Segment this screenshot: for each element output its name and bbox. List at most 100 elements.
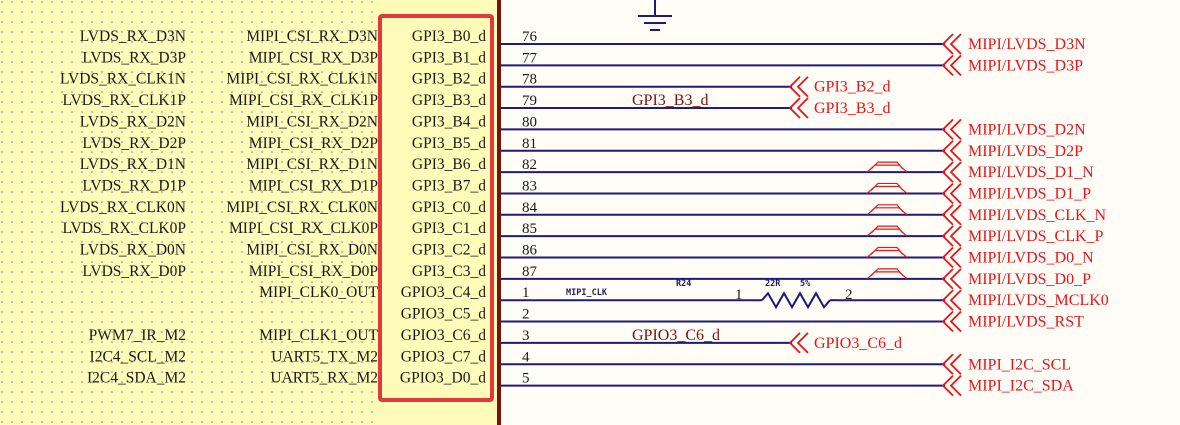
net-port-label[interactable]: MIPI/LVDS_D0_N [968, 250, 1094, 267]
gpio-pin-label: GPI3_B7_d [412, 177, 486, 194]
pin-number: 4 [522, 349, 530, 365]
net-port-label[interactable]: MIPI/LVDS_CLK_N [968, 207, 1107, 224]
alt-function-2-label: MIPI_CSI_RX_D3P [249, 49, 378, 66]
net-port-arrow [788, 97, 809, 119]
gpio-pin-label: GPIO3_C5_d [401, 306, 487, 323]
pin-number: 80 [522, 114, 537, 130]
alt-function-2-label: MIPI_CSI_RX_CLK1N [226, 71, 378, 88]
chip-edge [497, 0, 501, 425]
net-port-label[interactable]: GPI3_B3_d [814, 100, 890, 117]
alt-function-2-label: MIPI_CLK1_OUT [259, 327, 378, 344]
net-port-label[interactable]: MIPI/LVDS_D3N [968, 36, 1086, 53]
net-port-arrow [941, 140, 962, 162]
net-port-arrow [941, 225, 962, 247]
ground-symbol [638, 0, 672, 31]
alt-function-1-label: PWM7_IR_M2 [89, 327, 186, 344]
chip-dot-grid [0, 0, 380, 425]
wire-net-label: GPIO3_C6_d [632, 327, 720, 344]
pin-row: MIPI_CLK0_OUT GPIO3_C4_d 1 MIPI/LVDS_MCLK0 [259, 284, 1109, 311]
net-port-arrow [941, 161, 962, 183]
net-port-arrow [941, 353, 962, 375]
net-port-label[interactable]: GPIO3_C6_d [814, 335, 902, 352]
gpio-pin-label: GPI3_B0_d [412, 28, 486, 45]
gpio-pin-label: GPI3_C3_d [412, 263, 486, 280]
gpio-pin-label: GPI3_B5_d [412, 135, 486, 152]
alt-function-1-label: LVDS_RX_D3P [82, 49, 186, 66]
gpio-pin-label: GPI3_C2_d [412, 242, 486, 259]
net-port-arrow [941, 310, 962, 333]
alt-function-1-label: LVDS_RX_D0N [80, 242, 186, 259]
net-port-arrow [788, 332, 809, 354]
alt-function-2-label: MIPI_CSI_RX_D2P [249, 135, 378, 152]
alt-function-2-label: MIPI_CSI_RX_D0P [249, 263, 378, 280]
gpio-pin-label: GPIO3_C4_d [401, 284, 487, 301]
gpio-pin-label: GPI3_B6_d [412, 156, 486, 173]
gpio-pin-label: GPIO3_C6_d [401, 327, 487, 344]
net-port-label[interactable]: MIPI/LVDS_D2P [968, 143, 1083, 160]
net-port-arrow [941, 289, 962, 311]
pin-number: 81 [522, 136, 537, 152]
alt-function-2-label: UART5_TX_M2 [271, 348, 378, 365]
pin-number: 5 [522, 371, 530, 387]
resistor-value: 22R [765, 279, 781, 289]
gpio-pin-label: GPI3_C1_d [412, 220, 486, 237]
net-port-label[interactable]: GPI3_B2_d [814, 79, 890, 96]
pin-number: 79 [522, 93, 537, 109]
net-port-label[interactable]: MIPI/LVDS_D0_P [968, 271, 1091, 288]
net-port-label[interactable]: MIPI/LVDS_D3P [968, 57, 1083, 74]
diff-pair-symbol [866, 225, 908, 237]
alt-function-2-label: MIPI_CLK0_OUT [259, 284, 378, 301]
net-port-label[interactable]: MIPI_I2C_SDA [968, 378, 1074, 395]
alt-function-1-label: LVDS_RX_D0P [82, 263, 186, 280]
pin-number: 77 [522, 50, 538, 66]
net-port-label[interactable]: MIPI_I2C_SCL [968, 356, 1071, 373]
diff-pair-symbol [866, 268, 908, 280]
gpio-highlight-box [378, 14, 494, 402]
net-port-arrow [941, 246, 962, 269]
resistor-ref: R24 [676, 279, 691, 289]
resistor-zigzag [761, 291, 831, 310]
alt-function-2-label: MIPI_CSI_RX_D3N [246, 28, 378, 45]
pin-number: 2 [522, 307, 530, 323]
gpio-pin-label: GPI3_C0_d [412, 199, 486, 216]
resistor-pin-1: 1 [735, 287, 743, 303]
gpio-pin-label: GPIO3_D0_d [400, 370, 486, 387]
diff-pair-symbol [866, 161, 908, 173]
net-port-label[interactable]: MIPI/LVDS_D1_N [968, 164, 1094, 181]
alt-function-1-label: LVDS_RX_CLK1P [63, 92, 186, 109]
pin-number: 85 [522, 221, 537, 237]
net-port-label[interactable]: MIPI/LVDS_RST [968, 314, 1084, 331]
net-port-arrow [941, 118, 962, 141]
net-port-label[interactable]: MIPI/LVDS_CLK_P [968, 228, 1104, 245]
pin-number: 86 [522, 243, 538, 259]
alt-function-2-label: MIPI_CSI_RX_D1N [246, 156, 378, 173]
resistor-tolerance: 5% [800, 279, 811, 289]
net-port-arrow [941, 268, 962, 290]
alt-function-1-label: LVDS_RX_D2N [80, 113, 186, 130]
pin-number: 83 [522, 178, 537, 194]
pin-row: GPIO3_C5_d 2 MIPI/LVDS_RST [401, 306, 1084, 333]
alt-function-1-label: LVDS_RX_D3N [80, 28, 186, 45]
alt-function-1-label: LVDS_RX_CLK1N [60, 71, 186, 88]
net-port-arrow [941, 54, 962, 76]
pin-row: LVDS_RX_CLK1N MIPI_CSI_RX_CLK1N GPI3_B2_d 7… [60, 71, 890, 98]
net-port-label[interactable]: MIPI/LVDS_D2N [968, 121, 1086, 138]
gpio-pin-label: GPIO3_C7_d [401, 348, 487, 365]
net-port-label[interactable]: MIPI/LVDS_D1_P [968, 185, 1091, 202]
pin-number: 78 [522, 72, 537, 88]
alt-function-2-label: MIPI_CSI_RX_D1P [249, 177, 378, 194]
net-port-label[interactable]: MIPI/LVDS_MCLK0 [968, 292, 1109, 309]
